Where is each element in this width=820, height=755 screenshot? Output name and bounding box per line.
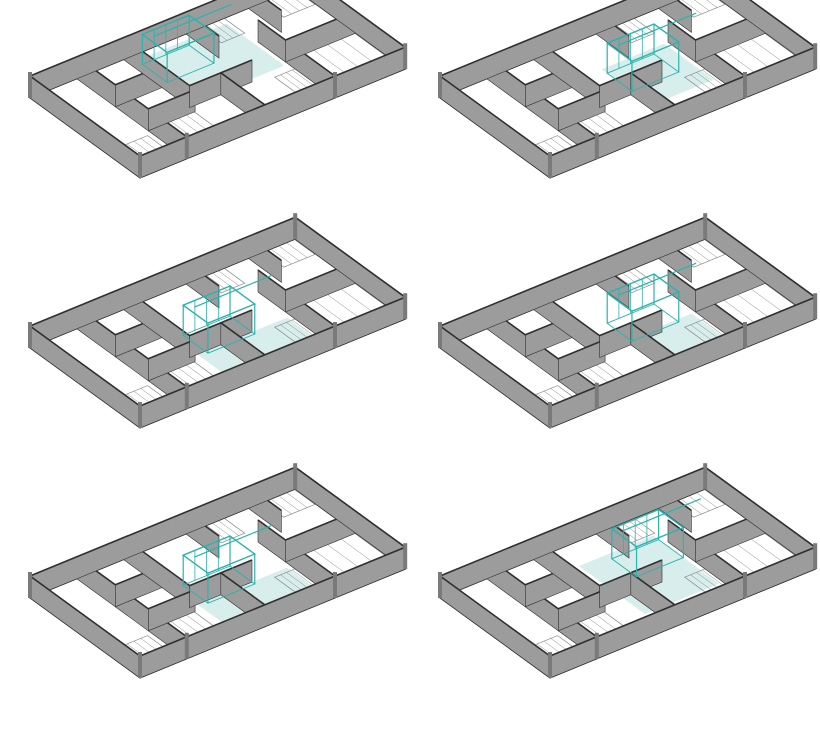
highlighted-floor-area [197, 567, 329, 635]
furniture-divider [620, 521, 644, 539]
exterior-wall-top-2 [139, 296, 406, 407]
furniture-divider [216, 519, 239, 536]
exterior-wall-top-0 [29, 466, 296, 577]
exterior-wall-top-3 [439, 75, 551, 157]
exterior-wall-top-1 [748, 0, 816, 48]
furniture-divider [296, 0, 308, 8]
furniture-divider [687, 494, 710, 512]
exterior-wall-top-0 [439, 0, 628, 77]
interior-wall-top-8 [265, 0, 282, 12]
interior-wall-top-3 [147, 588, 196, 610]
exterior-wall-top-2 [549, 46, 816, 157]
isometric-plan [438, 463, 818, 679]
ceiling-track [193, 524, 273, 558]
interior-wall-top-3 [557, 338, 606, 360]
furniture-divider [277, 494, 300, 512]
panel-state-2 [430, 0, 818, 255]
isometric-plan [438, 213, 818, 429]
furniture-divider [626, 19, 649, 36]
exterior-wall-top-2 [549, 546, 816, 657]
highlighted-floor-area [197, 317, 329, 385]
isometric-plan [28, 213, 408, 429]
ceiling-track [617, 12, 697, 46]
exterior-wall-top-1 [704, 466, 816, 548]
furniture-divider [694, 0, 710, 12]
exterior-wall-top-0 [29, 0, 218, 77]
interior-wall-top-3 [557, 588, 606, 610]
furniture-divider [706, 0, 718, 8]
furniture-divider [269, 497, 292, 515]
moving-unit-top [610, 508, 685, 548]
furniture-divider [205, 274, 228, 291]
isometric-plan [28, 0, 408, 179]
ceiling-track [622, 498, 702, 532]
furniture-divider [694, 241, 718, 258]
interior-wall-top-9 [630, 572, 676, 606]
furniture-divider [271, 0, 292, 15]
furniture-divider [615, 524, 638, 541]
furniture-divider [210, 521, 234, 539]
exterior-wall-top-3 [29, 325, 141, 407]
furniture-divider [284, 241, 308, 258]
furniture-divider [216, 19, 239, 36]
exterior-wall-top-1 [704, 216, 816, 298]
exterior-wall-top-2 [139, 546, 406, 657]
panel-state-4 [430, 213, 818, 505]
furniture-divider [277, 244, 300, 262]
exterior-wall-top-3 [439, 575, 551, 657]
panel-state-5 [20, 463, 408, 755]
exterior-wall-top-3 [29, 575, 141, 657]
exterior-wall-top-1 [294, 216, 406, 298]
furniture-divider [284, 491, 308, 508]
isometric-plan [28, 463, 408, 679]
ceiling-track [153, 3, 232, 37]
exterior-wall-top-1 [338, 0, 406, 48]
interior-wall-top-3 [147, 338, 196, 360]
exterior-wall-top-3 [29, 75, 141, 157]
furniture-divider [679, 497, 702, 515]
interior-wall-top-9 [630, 322, 676, 356]
interior-wall-face-8 [658, 0, 692, 33]
interior-wall-top-9 [630, 72, 676, 106]
ceiling-track [193, 274, 273, 308]
furniture-divider [210, 271, 234, 289]
panel-state-6 [430, 463, 818, 755]
furniture-divider [679, 247, 702, 265]
furniture-divider [210, 21, 234, 39]
furniture-divider [615, 24, 638, 41]
furniture-divider [205, 24, 228, 41]
furniture-divider [284, 0, 300, 12]
interior-wall-top-3 [557, 88, 606, 110]
isometric-plan [438, 0, 818, 179]
furniture-divider [615, 274, 638, 291]
furniture-divider [687, 244, 710, 262]
furniture-divider [681, 0, 702, 15]
exterior-wall-top-0 [29, 216, 296, 327]
interior-wall-top-8 [675, 0, 692, 12]
furniture-divider [626, 269, 649, 286]
panel-state-3 [20, 213, 408, 505]
exterior-wall-top-0 [439, 466, 706, 577]
furniture-divider [205, 524, 228, 541]
exterior-wall-top-3 [439, 325, 551, 407]
furniture-divider [694, 491, 718, 508]
interior-wall-top-9 [220, 72, 266, 106]
interior-wall-top-3 [147, 88, 196, 110]
exterior-wall-top-2 [549, 296, 816, 407]
ceiling-track [617, 262, 697, 296]
furniture-divider [620, 271, 644, 289]
furniture-divider [620, 21, 644, 39]
exterior-wall-top-1 [294, 466, 406, 548]
panel-state-1 [20, 0, 408, 255]
furniture-divider [269, 247, 292, 265]
furniture-divider [216, 269, 239, 286]
exterior-wall-top-0 [439, 216, 706, 327]
exterior-wall-top-2 [139, 46, 406, 157]
furniture-divider [626, 519, 649, 536]
